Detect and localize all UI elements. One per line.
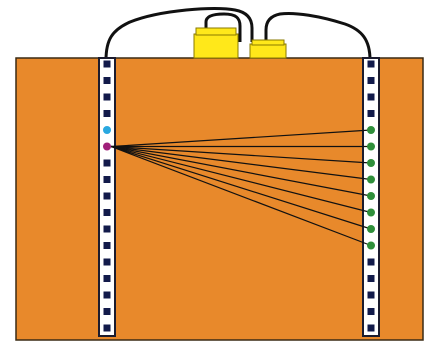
receiver-unit <box>249 39 287 59</box>
left-sensor-16 <box>103 308 111 315</box>
cable-between-units <box>204 12 242 42</box>
right-sensor-2 <box>367 77 375 84</box>
right-sensor-9 <box>367 192 375 200</box>
ray-path-4 <box>110 145 372 181</box>
cable-to-left-borehole <box>104 7 254 61</box>
right-sensor-4 <box>367 110 375 117</box>
ray-paths <box>110 129 372 247</box>
left-sensor-7 <box>103 159 111 167</box>
left-sensor-12 <box>103 242 111 249</box>
right-sensor-7 <box>367 159 375 167</box>
right-sensor-10 <box>367 208 375 217</box>
right-sensor-11 <box>367 225 375 233</box>
ray-path-6 <box>110 145 372 214</box>
right-sensor-3 <box>367 93 375 101</box>
right-sensor-6 <box>367 142 375 151</box>
right-sensor-14 <box>367 275 375 282</box>
right-sensor-15 <box>367 291 375 299</box>
left-sensor-8 <box>103 176 111 183</box>
left-sensor-2 <box>103 77 111 84</box>
left-sensor-13 <box>103 258 111 266</box>
left-sensor-string <box>103 60 111 332</box>
right-sensor-16 <box>367 308 375 315</box>
right-sensor-5 <box>367 126 375 134</box>
ground-block <box>15 57 424 341</box>
ray-path-5 <box>110 145 372 197</box>
left-sensor-17 <box>103 324 111 332</box>
ray-path-8 <box>110 145 372 247</box>
right-sensor-17 <box>367 324 375 332</box>
source-unit <box>193 27 239 59</box>
left-sensor-4 <box>103 110 111 117</box>
right-sensor-13 <box>367 258 375 266</box>
left-sensor-14 <box>103 275 111 282</box>
right-sensor-12 <box>367 241 375 250</box>
left-sensor-1 <box>103 60 111 68</box>
ray-path-7 <box>110 145 372 230</box>
left-sensor-6 <box>103 142 111 151</box>
left-sensor-3 <box>103 93 111 101</box>
left-sensor-5 <box>103 126 111 134</box>
left-sensor-9 <box>103 192 111 200</box>
left-sensor-15 <box>103 291 111 299</box>
right-sensor-8 <box>367 175 375 184</box>
left-sensor-11 <box>103 225 111 233</box>
ray-path-3 <box>110 145 372 164</box>
right-sensor-1 <box>367 60 375 68</box>
right-sensor-string <box>367 60 375 332</box>
left-sensor-10 <box>103 209 111 216</box>
ray-path-1 <box>110 129 372 148</box>
cable-to-right-borehole <box>264 12 372 61</box>
